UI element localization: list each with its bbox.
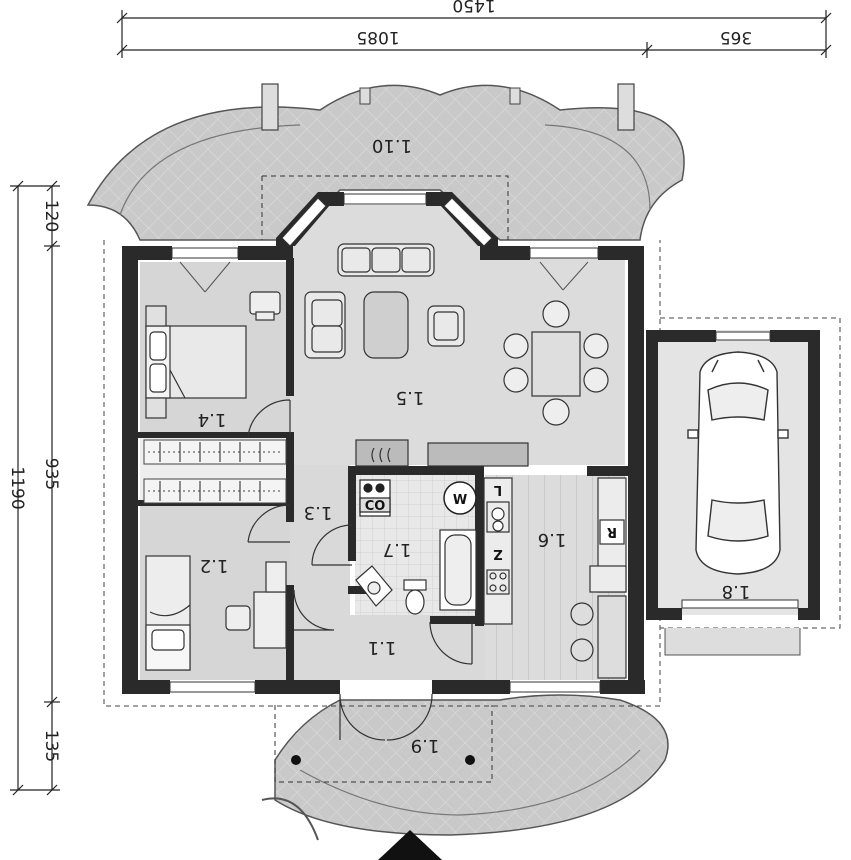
fireplace	[355, 439, 409, 467]
dim-top-left: 1085	[356, 27, 399, 47]
co-label: CO	[365, 499, 386, 514]
rear-terrace	[86, 83, 685, 241]
dim-top-total: 1450	[452, 0, 495, 15]
washer	[443, 481, 477, 515]
front-terrace	[261, 694, 669, 860]
coffee-table	[363, 291, 409, 359]
room-label-1-1: 1.1	[368, 637, 397, 658]
floor-hall-1-3	[290, 465, 350, 680]
counter-top	[427, 442, 529, 467]
desk-1-2	[225, 561, 287, 649]
room-label-1-2: 1.2	[200, 555, 229, 576]
room-label-1-5: 1.5	[396, 387, 425, 408]
z-mark: Z	[493, 546, 502, 561]
dim-left-top: 120	[41, 200, 61, 232]
dimension-left	[10, 180, 60, 796]
windows	[169, 193, 799, 693]
room-label-1-9: 1.9	[411, 735, 440, 756]
door-swings	[247, 399, 511, 741]
bathtub	[439, 529, 477, 611]
washer-label: W	[453, 493, 467, 508]
car	[687, 351, 789, 575]
dim-left-total: 1190	[7, 466, 27, 509]
room-label-1-10: 1.10	[372, 135, 412, 156]
armchair-right	[427, 305, 465, 347]
wardrobes	[143, 439, 287, 504]
bed-1-4	[145, 305, 247, 419]
fridge-label: R	[607, 524, 617, 539]
room-label-1-7: 1.7	[383, 539, 412, 560]
toilet	[403, 579, 427, 615]
desk-chair-1-4	[249, 291, 281, 321]
window-swings	[179, 261, 589, 293]
floor-hall-1-1	[350, 615, 485, 680]
bed-1-2	[145, 555, 191, 671]
dim-left-middle: 935	[41, 458, 61, 490]
dimension-top	[116, 10, 832, 58]
walls	[122, 192, 820, 694]
l-mark: L	[494, 482, 502, 497]
garage-apron	[664, 628, 801, 656]
room-label-1-3: 1.3	[304, 502, 333, 523]
kitchen-counter-left	[483, 477, 513, 625]
dining-table	[503, 300, 609, 426]
room-label-1-6: 1.6	[538, 529, 567, 550]
room-label-1-8: 1.8	[722, 581, 751, 602]
bar-stools	[570, 595, 627, 679]
sink-bath	[355, 565, 393, 607]
armchair-left	[304, 291, 346, 359]
boiler	[359, 479, 391, 517]
dim-left-bottom: 135	[41, 730, 61, 762]
kitchen-counter-right	[589, 477, 627, 593]
sofa	[337, 243, 435, 277]
room-label-1-4: 1.4	[198, 409, 227, 430]
dim-top-right: 365	[720, 27, 752, 47]
